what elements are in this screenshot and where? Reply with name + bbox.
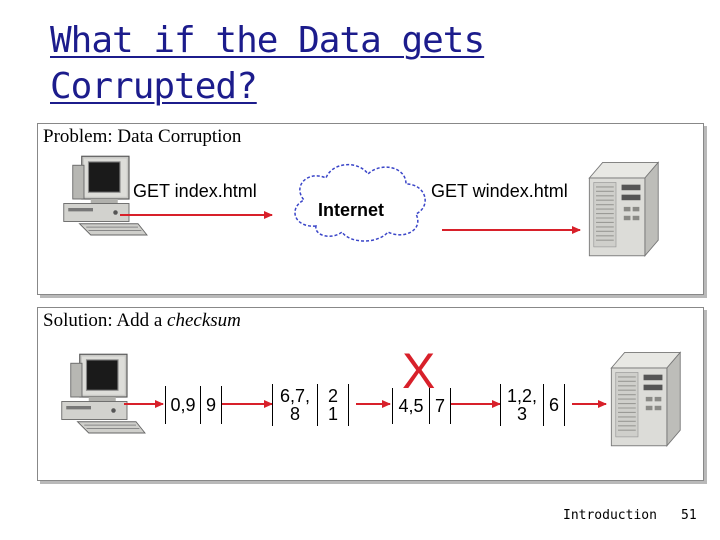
slide-title: What if the Data gets Corrupted? — [50, 18, 485, 110]
packet-2: 6,7, 8 2 1 — [272, 384, 349, 426]
packet-checksum: 2 1 — [317, 384, 348, 426]
packet-data-line-2: 3 — [516, 404, 527, 424]
solution-heading-emphasis: checksum — [167, 310, 241, 331]
packet-data-line-2: 8 — [289, 404, 300, 424]
packet-checksum-line-2: 1 — [327, 404, 338, 424]
packet-1: 0,9 9 — [165, 386, 222, 424]
packet-checksum: 9 — [200, 386, 221, 424]
packet-data-line-1: 6,7, — [279, 386, 311, 406]
packet-checksum: 7 — [429, 388, 450, 424]
title-line-1: What if the Data gets — [50, 20, 485, 61]
packet-checksum-line-1: 2 — [327, 386, 338, 406]
packet-data-line-1: 1,2, — [506, 386, 538, 406]
packet-4: 1,2, 3 6 — [500, 384, 565, 426]
received-label: GET windex.html — [431, 181, 568, 201]
solution-heading-prefix: Solution: Add a — [43, 310, 168, 331]
footer-section: Introduction — [563, 508, 657, 523]
title-line-2: Corrupted? — [50, 66, 258, 107]
solution-heading: Solution: Add a checksum — [43, 310, 241, 332]
packet-data: 1,2, 3 — [501, 387, 543, 423]
packet-data: 4,5 — [398, 396, 424, 416]
server-icon — [588, 161, 659, 257]
packet-checksum: 6 — [543, 384, 564, 426]
page-number: 51 — [681, 508, 697, 523]
packet-data: 0,9 — [170, 395, 196, 415]
server-icon — [610, 351, 681, 447]
transmission-arrows — [124, 400, 607, 408]
received-arrow — [442, 226, 581, 234]
solution-panel: Solution: Add a checksum — [37, 307, 704, 481]
internet-label: Internet — [318, 200, 385, 220]
request-label: GET index.html — [133, 181, 257, 201]
internet-cloud-icon — [294, 164, 426, 242]
packet-data: 6,7, 8 — [273, 387, 317, 423]
packet-3: 4,5 7 — [392, 388, 451, 424]
problem-heading: Problem: Data Corruption — [43, 126, 242, 147]
request-arrow — [120, 211, 273, 219]
